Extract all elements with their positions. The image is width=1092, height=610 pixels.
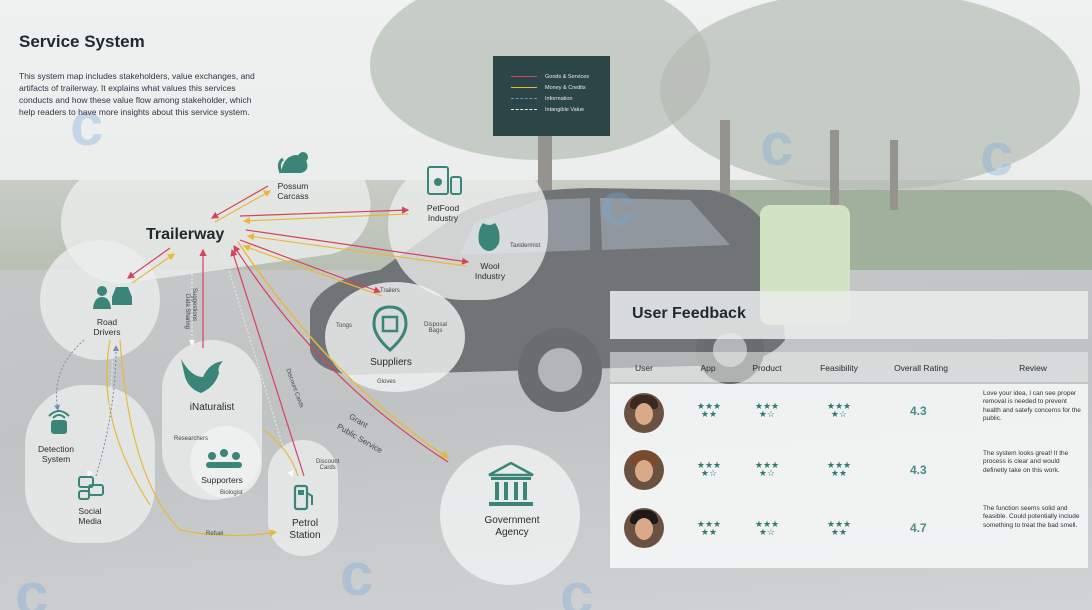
review-text: Love your idea, I can see proper removal… (983, 390, 1081, 423)
col-app: App (700, 363, 716, 373)
possum-icon (276, 148, 312, 178)
legend-label: Intangible Value (545, 106, 585, 113)
col-user: User (635, 363, 653, 373)
feedback-table-body (610, 384, 1088, 568)
feedback-column-band (610, 352, 1088, 382)
node-possum-carcass[interactable]: Possum Carcass (277, 181, 309, 201)
col-overall-rating: Overall Rating (894, 363, 948, 373)
supporters-icon (204, 446, 244, 472)
label-disposal-bags: Disposal Bags (424, 322, 448, 334)
feasibility-rating-stars: ★★★★★ (826, 460, 852, 478)
product-rating-stars: ★★★★☆ (754, 401, 780, 419)
product-rating-stars: ★★★★☆ (754, 460, 780, 478)
petrol-blob (268, 440, 338, 556)
legend-swatch (511, 76, 537, 77)
node-road-drivers[interactable]: Road Drivers (93, 317, 121, 337)
overall-rating: 4.3 (910, 463, 927, 477)
user-avatar (624, 450, 664, 490)
overall-rating: 4.7 (910, 521, 927, 535)
node-petfood-industry[interactable]: PetFood Industry (426, 203, 460, 223)
suppliers-icon (365, 303, 415, 353)
label-tongs: Tongs (336, 323, 353, 329)
social-media-icon (76, 474, 106, 502)
app-rating-stars: ★★★★☆ (696, 460, 722, 478)
legend-swatch (511, 87, 537, 88)
fuel-pump-icon (290, 482, 318, 512)
legend-label: Goods & Services (545, 73, 590, 80)
pet-food-icon (424, 164, 464, 196)
col-product: Product (752, 363, 782, 373)
legend-label: Information (545, 95, 573, 102)
label-suggestions: Suggestions (191, 288, 197, 322)
label-data-sharing: Data Sharing (184, 294, 190, 330)
app-rating-stars: ★★★★★ (696, 519, 722, 537)
hub-trailerway[interactable]: Trailerway (146, 226, 225, 243)
legend-item: Intangible Value (511, 104, 602, 115)
node-inaturalist[interactable]: iNaturalist (189, 402, 235, 413)
product-rating-stars: ★★★★☆ (754, 519, 780, 537)
col-review: Review (1019, 363, 1047, 373)
node-suppliers[interactable]: Suppliers (370, 357, 412, 368)
label-refuel: Refuel (206, 531, 224, 537)
feedback-header-band (610, 291, 1088, 339)
review-text: The function seems solid and feasible. C… (983, 505, 1080, 529)
legend-swatch (511, 109, 537, 110)
review-text: The system looks great! It the process i… (983, 450, 1069, 474)
label-trailers: Trailers (380, 288, 400, 294)
legend-item: Money & Credits (511, 82, 602, 93)
node-detection-system[interactable]: Detection System (38, 444, 74, 464)
label-discount-cards: Discount Cards (316, 459, 340, 471)
wool-icon (474, 220, 504, 254)
government-building-icon (484, 460, 538, 512)
legend-item: Goods & Services (511, 71, 602, 82)
node-government-agency[interactable]: Government Agency (484, 515, 540, 538)
overall-rating: 4.3 (910, 404, 927, 418)
label-biologist: Biologist (220, 490, 243, 496)
node-petrol-station[interactable]: Petrol Station (289, 518, 321, 541)
road-drivers-icon (92, 282, 134, 312)
government-circle (440, 445, 580, 585)
node-wool-industry[interactable]: Wool Industry (474, 261, 506, 281)
intro-text: This system map includes stakeholders, v… (19, 71, 255, 117)
legend-swatch (511, 98, 537, 99)
detection-icon (44, 408, 74, 438)
bird-icon (178, 352, 230, 396)
legend-label: Money & Credits (545, 84, 586, 91)
page-title: Service System (19, 32, 145, 51)
node-social-media[interactable]: Social Media (78, 506, 102, 526)
col-feasibility: Feasibility (820, 363, 858, 373)
label-gloves: Gloves (377, 379, 396, 385)
user-avatar (624, 393, 664, 433)
suppliers-circle (325, 282, 465, 392)
feasibility-rating-stars: ★★★★☆ (826, 401, 852, 419)
label-researchers: Researchers (174, 436, 209, 442)
detection-blob (25, 385, 155, 543)
label-taxidermist: Taxidermist (510, 243, 541, 249)
user-avatar (624, 508, 664, 548)
legend-item: Information (511, 93, 602, 104)
feedback-title: User Feedback (632, 305, 746, 322)
petfood-blob (388, 160, 548, 300)
node-supporters[interactable]: Supporters (201, 475, 243, 485)
app-rating-stars: ★★★★★ (696, 401, 722, 419)
feasibility-rating-stars: ★★★★★ (826, 519, 852, 537)
